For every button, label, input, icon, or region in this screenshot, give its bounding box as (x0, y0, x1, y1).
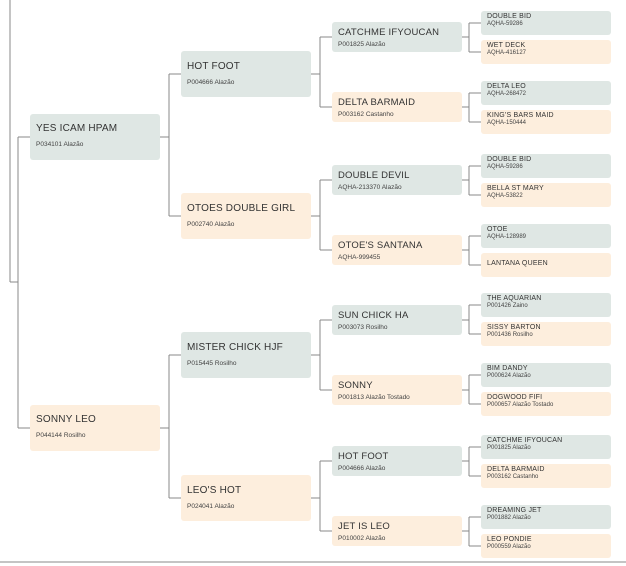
registration-number: P000559 Alazão (487, 544, 531, 550)
registration-number: P001426 Zaino (487, 303, 528, 309)
horse-name: DELTA BARMAID (338, 97, 416, 108)
horse-name: OTOES DOUBLE GIRL (187, 203, 296, 214)
registration-number: P001882 Alazão (487, 515, 531, 521)
registration-number: AQHA-59286 (487, 164, 523, 170)
registration-number: P034101 Alazão (36, 141, 84, 148)
horse-name: DREAMING JET (487, 507, 542, 514)
registration-number: AQHA-150444 (487, 120, 527, 126)
horse-name: CATCHME IFYOUCAN (338, 27, 440, 38)
registration-number: P001813 Alazão Tostado (338, 394, 410, 401)
sire-box-gen2[interactable]: MISTER CHICK HJF P015445 Rosilho (181, 332, 311, 378)
registration-number: P001436 Rosilho (487, 332, 533, 338)
sire-box-gen3[interactable]: HOT FOOT P004666 Alazão (332, 446, 462, 476)
registration-number: P001825 Alazão (338, 41, 386, 48)
horse-name: SISSY BARTON (487, 324, 541, 331)
registration-number: P010002 Alazão (338, 535, 386, 542)
registration-number: P015445 Rosilho (187, 360, 237, 367)
horse-name: KING'S BARS MAID (487, 112, 554, 119)
horse-name: LEO'S HOT (187, 485, 242, 496)
dam-box-gen3[interactable]: SONNY P001813 Alazão Tostado (332, 375, 462, 405)
horse-name: LEO PONDIE (487, 536, 532, 543)
horse-name: CATCHME IFYOUCAN (487, 437, 563, 444)
registration-number: P004666 Alazão (338, 465, 386, 472)
horse-name: SONNY (338, 380, 373, 391)
registration-number: AQHA-59286 (487, 21, 523, 27)
horse-name: DOUBLE BID (487, 156, 532, 163)
registration-number: P003073 Rosilho (338, 324, 388, 331)
horse-name: WET DECK (487, 42, 526, 49)
dam-box-gen3[interactable]: OTOE'S SANTANA AQHA-999455 (332, 235, 462, 265)
horse-name: OTOE (487, 226, 508, 233)
dam-box-gen2[interactable]: OTOES DOUBLE GIRL P002740 Alazão (181, 193, 311, 239)
dam-box-gen3[interactable]: DELTA BARMAID P003162 Castanho (332, 92, 462, 122)
horse-name: SUN CHICK HA (338, 310, 409, 321)
registration-number: P001825 Alazão (487, 445, 531, 451)
registration-number: AQHA-416127 (487, 50, 527, 56)
horse-name: HOT FOOT (187, 61, 241, 72)
dam-box-gen2[interactable]: LEO'S HOT P024041 Alazão (181, 475, 311, 521)
horse-name: SONNY LEO (36, 414, 96, 425)
registration-number: P000624 Alazão (487, 373, 531, 379)
registration-number: P004666 Alazão (187, 79, 235, 86)
horse-name: HOT FOOT (338, 451, 389, 462)
horse-name: YES ICAM HPAM (36, 123, 118, 134)
registration-number: AQHA-268472 (487, 91, 527, 97)
sire-box-gen1[interactable]: YES ICAM HPAM P034101 Alazão (30, 114, 160, 160)
registration-number: P000657 Alazão Tostado (487, 402, 554, 408)
registration-number: AQHA-213370 Alazão (338, 184, 402, 191)
dam-box-gen4[interactable]: LANTANA QUEEN (481, 253, 611, 277)
registration-number: P002740 Alazão (187, 221, 235, 228)
horse-name: LANTANA QUEEN (487, 260, 548, 267)
horse-name: DELTA BARMAID (487, 466, 545, 473)
horse-name: BELLA ST MARY (487, 185, 544, 192)
registration-number: AQHA-128989 (487, 234, 527, 240)
horse-name: OTOE'S SANTANA (338, 240, 423, 251)
horse-name: JET IS LEO (338, 521, 390, 532)
dam-box-gen3[interactable]: JET IS LEO P010002 Alazão (332, 516, 462, 546)
horse-name: MISTER CHICK HJF (187, 342, 283, 353)
sire-box-gen2[interactable]: HOT FOOT P004666 Alazão (181, 51, 311, 97)
sire-box-gen3[interactable]: SUN CHICK HA P003073 Rosilho (332, 305, 462, 335)
horse-name: DELTA LEO (487, 83, 526, 90)
registration-number: AQHA-999455 (338, 254, 381, 261)
horse-name: DOUBLE BID (487, 13, 532, 20)
horse-name: THE AQUARIAN (487, 295, 542, 302)
registration-number: P024041 Alazão (187, 503, 235, 510)
registration-number: AQHA-53822 (487, 193, 523, 199)
horse-name: DOUBLE DEVIL (338, 170, 410, 181)
registration-number: P003162 Castanho (338, 111, 394, 118)
registration-number: P003162 Castanho (487, 474, 539, 480)
horse-name: DOGWOOD FIFI (487, 394, 543, 401)
dam-box-gen1[interactable]: SONNY LEO P044144 Rosilho (30, 405, 160, 451)
registration-number: P044144 Rosilho (36, 432, 86, 439)
sire-box-gen3[interactable]: CATCHME IFYOUCAN P001825 Alazão (332, 22, 462, 52)
horse-name: BIM DANDY (487, 365, 528, 372)
sire-box-gen3[interactable]: DOUBLE DEVIL AQHA-213370 Alazão (332, 165, 462, 195)
